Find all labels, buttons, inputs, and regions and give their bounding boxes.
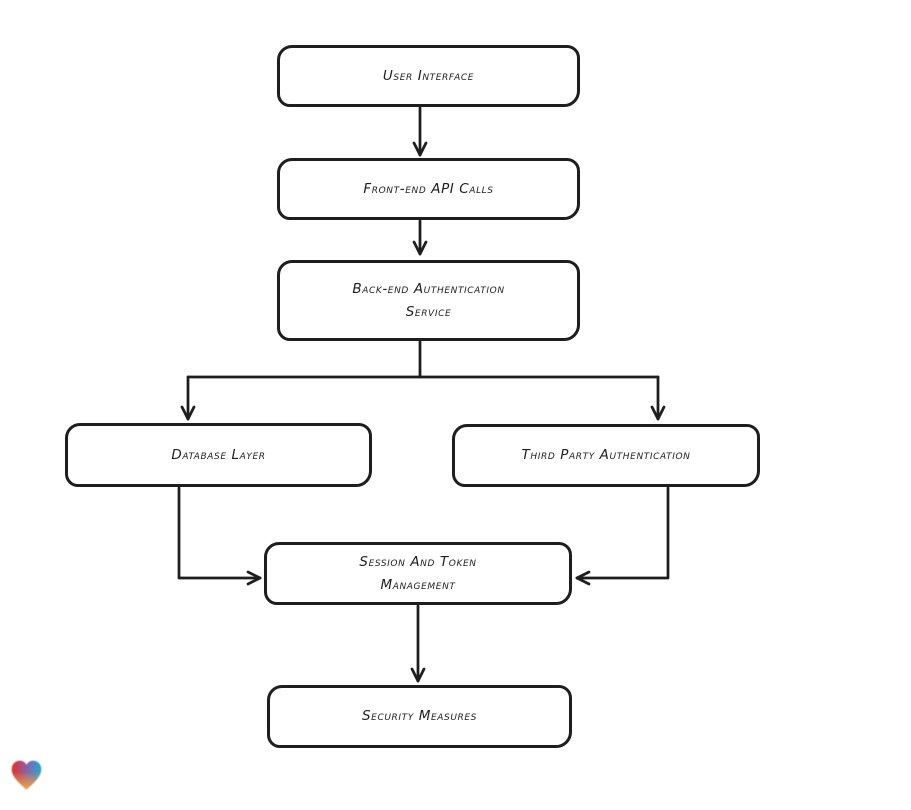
node-third-party-authentication-label: Third Party Authentication (521, 447, 691, 464)
node-back-end-authentication-service: Back-end Authentication Service (277, 260, 580, 341)
node-security-measures: Security Measures (267, 685, 572, 748)
node-session-and-token-management-label: Session And Token Management (359, 554, 477, 593)
edge-database-layer-to-session-and-token-management (177, 486, 262, 586)
node-security-measures-label: Security Measures (362, 708, 477, 725)
node-database-layer: Database Layer (65, 423, 372, 487)
node-back-end-authentication-service-label: Back-end Authentication Service (352, 281, 505, 320)
node-session-and-token-management: Session And Token Management (264, 542, 572, 605)
edge-back-end-authentication-service-split (186, 339, 660, 379)
node-front-end-api-calls: Front-end API Calls (277, 158, 580, 220)
node-front-end-api-calls-label: Front-end API Calls (363, 180, 494, 197)
node-database-layer-label: Database Layer (171, 446, 266, 463)
heart-logo[interactable] (8, 757, 45, 793)
edge-third-party-authentication-to-session-and-token-management (575, 486, 670, 586)
node-third-party-authentication: Third Party Authentication (452, 424, 760, 487)
node-user-interface-label: User Interface (382, 67, 475, 84)
heart-icon (11, 760, 42, 790)
node-user-interface: User Interface (277, 45, 580, 107)
